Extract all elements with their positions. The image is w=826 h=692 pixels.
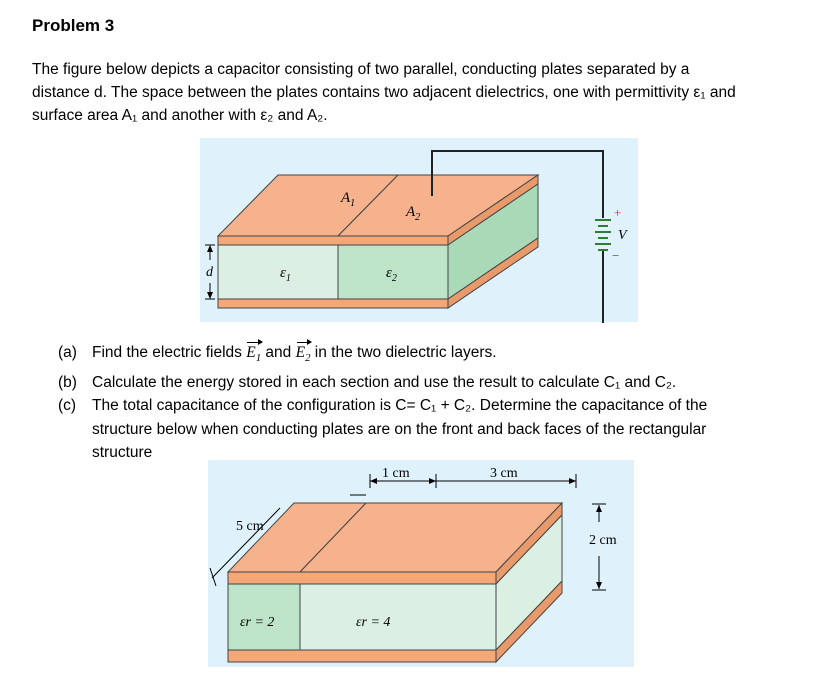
top-wire	[431, 150, 604, 218]
question-b-text: Calculate the energy stored in each sect…	[92, 373, 677, 391]
problem-title: Problem 3	[32, 16, 115, 35]
dielectric-right-front	[299, 583, 497, 651]
dim-3cm-label: 3 cm	[490, 466, 518, 481]
question-c-line: structure below when conducting plates a…	[92, 420, 707, 438]
question-a: (a) Find the electric fields E1 and E2 i…	[58, 339, 707, 371]
intro-line: distance d. The space between the plates…	[32, 84, 736, 101]
dielectric-2-front	[337, 244, 449, 300]
question-c-line: structure	[92, 444, 153, 462]
bottom-plate-side	[495, 579, 563, 664]
battery-icon	[595, 219, 611, 251]
top-plate-front	[217, 235, 449, 246]
battery-plus-label: +	[614, 205, 621, 220]
eps-1-label: ε1	[280, 265, 291, 284]
dim-2cm-label: 2 cm	[589, 533, 617, 548]
bottom-plate-front	[217, 298, 449, 309]
area-1-label: A1	[340, 190, 355, 209]
rectangular-structure-figure: 1 cm 3 cm 5 cm 2 cm εr = 2 εr = 4	[208, 460, 634, 667]
question-b: (b) Calculate the energy stored in each …	[58, 371, 707, 395]
E1-vector: E1	[246, 339, 263, 371]
intro-line: The figure below depicts a capacitor con…	[32, 61, 690, 78]
bottom-plate-front	[227, 649, 497, 663]
d-dimension-marker	[205, 244, 215, 300]
er-right-label: εr = 4	[356, 615, 390, 630]
question-b-label: (b)	[58, 373, 77, 391]
dimension-1cm-marker	[369, 474, 437, 488]
dimension-3cm-marker	[436, 474, 577, 488]
problem-intro: The figure below depicts a capacitor con…	[32, 58, 812, 127]
battery-minus-label: −	[612, 248, 619, 263]
dim-1cm-label: 1 cm	[382, 466, 410, 481]
top-plate-front	[227, 571, 497, 585]
question-c-line: The total capacitance of the configurati…	[92, 397, 708, 415]
question-c-label: (c)	[58, 397, 77, 415]
er-left-label: εr = 2	[240, 615, 274, 630]
question-a-label: (a)	[58, 344, 77, 361]
dimension-2cm-marker	[592, 503, 606, 591]
dielectric-1-front	[217, 244, 339, 300]
question-list: (a) Find the electric fields E1 and E2 i…	[58, 339, 707, 465]
d-label: d	[206, 265, 214, 280]
capacitor-figure: + − V A1 A2 ε1 ε2 d	[200, 138, 638, 323]
question-a-text: Find the electric fields	[92, 344, 247, 361]
eps-2-label: ε2	[386, 265, 397, 284]
dielectric-left-front	[227, 583, 301, 651]
intro-line: surface area A₁ and another with ε₂ and …	[32, 107, 328, 124]
bottom-plate-side	[447, 237, 539, 309]
question-c: (c) The total capacitance of the configu…	[58, 394, 707, 465]
dim-5cm-label: 5 cm	[236, 519, 264, 534]
dimension-5cm-marker	[209, 507, 281, 587]
area-2-label: A2	[405, 204, 420, 223]
E2-vector: E2	[296, 339, 313, 371]
voltage-label: V	[618, 228, 628, 243]
